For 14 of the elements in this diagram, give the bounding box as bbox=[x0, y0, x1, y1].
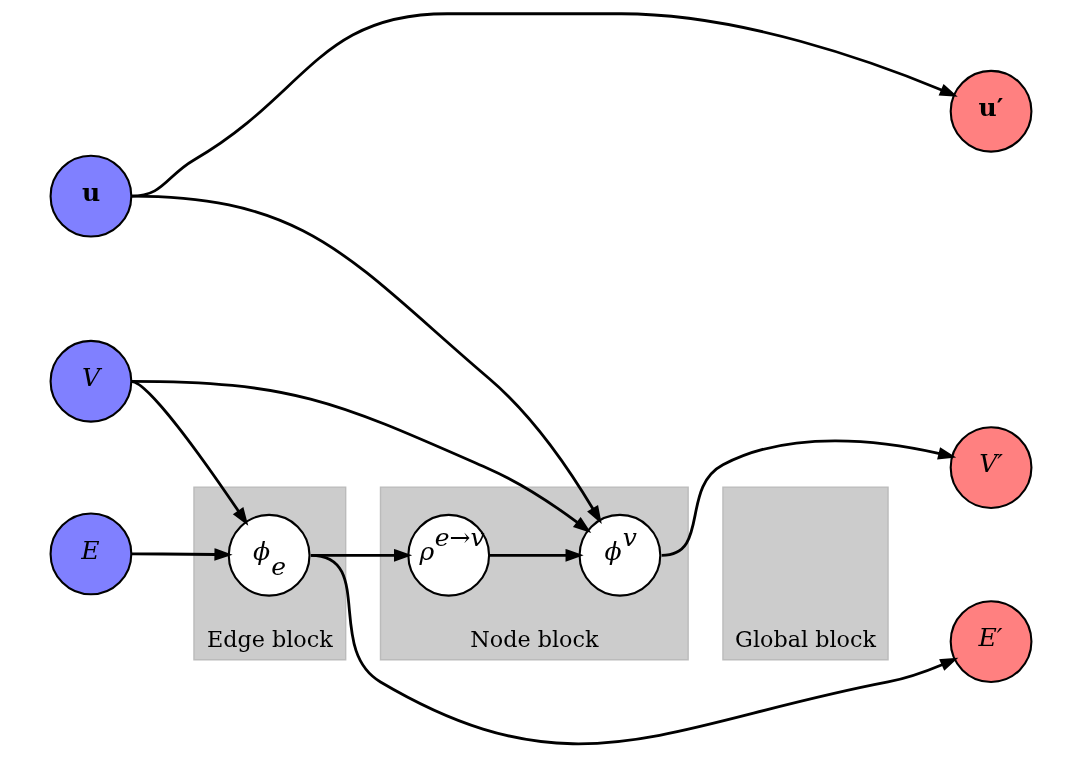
arrow bbox=[131, 548, 233, 561]
arrow bbox=[489, 548, 584, 562]
node-circle: V bbox=[49, 339, 133, 423]
node-circle: V′ bbox=[949, 426, 1033, 509]
node-circle: E′ bbox=[949, 600, 1033, 683]
node-circle: u′ bbox=[949, 69, 1033, 153]
node-box: Global block bbox=[722, 486, 889, 661]
arrow bbox=[661, 439, 957, 557]
arrow bbox=[131, 12, 958, 198]
arrow bbox=[310, 553, 959, 746]
node-circle: u bbox=[49, 154, 133, 238]
node-circle: E bbox=[49, 512, 133, 596]
arrow bbox=[131, 379, 592, 533]
arrow bbox=[131, 194, 602, 524]
